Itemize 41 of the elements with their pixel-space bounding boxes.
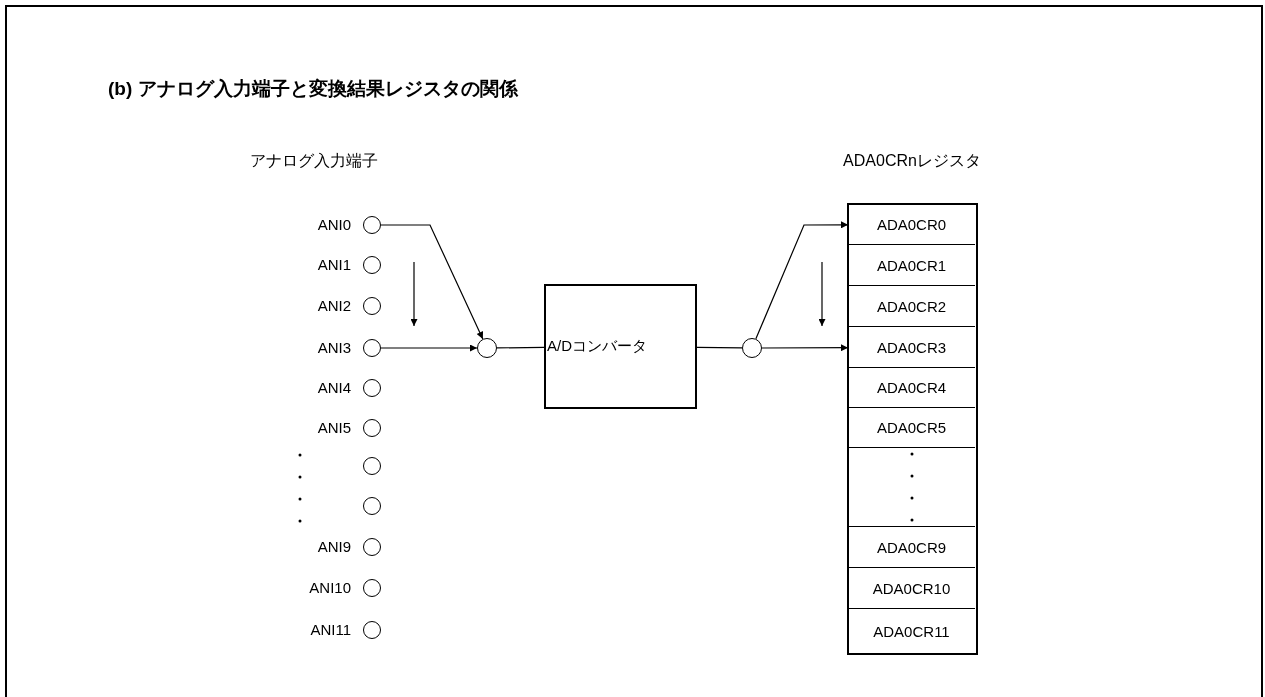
pin-label: ANI11 (310, 621, 351, 639)
register-cell: ADA0CR4 (848, 368, 975, 408)
pin-label: ANI2 (317, 297, 351, 315)
diagram-title: (b) アナログ入力端子と変換結果レジスタの関係 (108, 77, 518, 101)
pin-terminal (363, 579, 381, 597)
pin-terminal (363, 457, 381, 475)
pin-terminal (363, 297, 381, 315)
connector-line (496, 346, 545, 349)
pin-terminal (363, 419, 381, 437)
register-cell: ADA0CR3 (848, 327, 975, 368)
register-cell: ADA0CR1 (848, 245, 975, 286)
arrow (380, 224, 484, 340)
register-cell: ADA0CR10 (848, 568, 975, 609)
register-cell: ADA0CR0 (848, 204, 975, 245)
pin-label: ANI9 (317, 538, 351, 556)
pin-terminal (363, 497, 381, 515)
pin-terminal (363, 538, 381, 556)
pin-terminal (363, 256, 381, 274)
pin-label: ANI3 (317, 339, 351, 357)
connector-line (696, 346, 743, 349)
converter-box: A/Dコンバータ (544, 284, 697, 409)
register-cell: ADA0CR2 (848, 286, 975, 327)
arrow (755, 221, 849, 340)
pin-label: ANI4 (317, 379, 351, 397)
pin-terminal (363, 339, 381, 357)
register-cell: ADA0CR9 (848, 527, 975, 568)
register-cell: ADA0CR11 (848, 609, 975, 654)
pin-label: ANI5 (317, 419, 351, 437)
register-heading: ADA0CRnレジスタ (842, 151, 982, 171)
pin-label: ANI1 (317, 256, 351, 274)
pin-terminal (363, 621, 381, 639)
junction-circle (742, 338, 762, 358)
pin-terminal (363, 379, 381, 397)
pin-label: ANI0 (317, 216, 351, 234)
arrow (380, 344, 478, 352)
arrow (761, 344, 849, 352)
register-cell: ADA0CR5 (848, 408, 975, 448)
pin-label: ANI10 (309, 579, 351, 597)
junction-circle (477, 338, 497, 358)
pin-terminal (363, 216, 381, 234)
column-heading: アナログ入力端子 (250, 151, 378, 171)
